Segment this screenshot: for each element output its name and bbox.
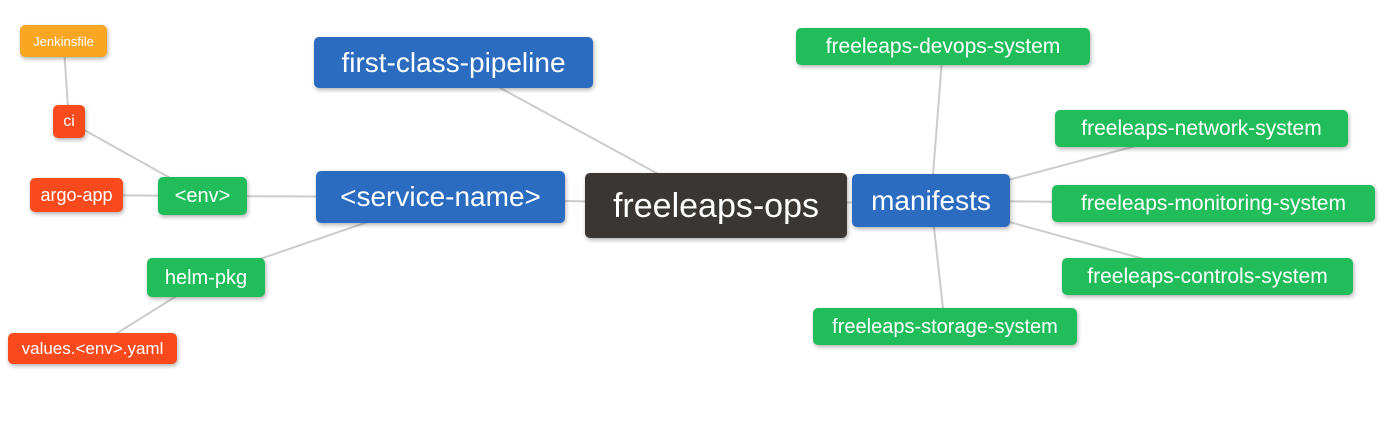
mindmap-node-jenkinsfile[interactable]: Jenkinsfile <box>20 25 107 57</box>
mindmap-node-root[interactable]: freeleaps-ops <box>585 173 847 238</box>
mindmap-node-argoapp[interactable]: argo-app <box>30 178 123 212</box>
mindmap-node-network[interactable]: freeleaps-network-system <box>1055 110 1348 147</box>
mindmap-node-env[interactable]: <env> <box>158 177 247 215</box>
mindmap-node-storage[interactable]: freeleaps-storage-system <box>813 308 1077 345</box>
mindmap-node-helmpkg[interactable]: helm-pkg <box>147 258 265 297</box>
mindmap-node-controls[interactable]: freeleaps-controls-system <box>1062 258 1353 295</box>
mindmap-node-ci[interactable]: ci <box>53 105 85 138</box>
mindmap-node-manifests[interactable]: manifests <box>852 174 1010 227</box>
mindmap-node-pipeline[interactable]: first-class-pipeline <box>314 37 593 88</box>
mindmap-node-devops[interactable]: freeleaps-devops-system <box>796 28 1090 65</box>
mindmap-node-service[interactable]: <service-name> <box>316 171 565 223</box>
mindmap-node-values[interactable]: values.<env>.yaml <box>8 333 177 364</box>
mindmap-node-monitoring[interactable]: freeleaps-monitoring-system <box>1052 185 1375 222</box>
